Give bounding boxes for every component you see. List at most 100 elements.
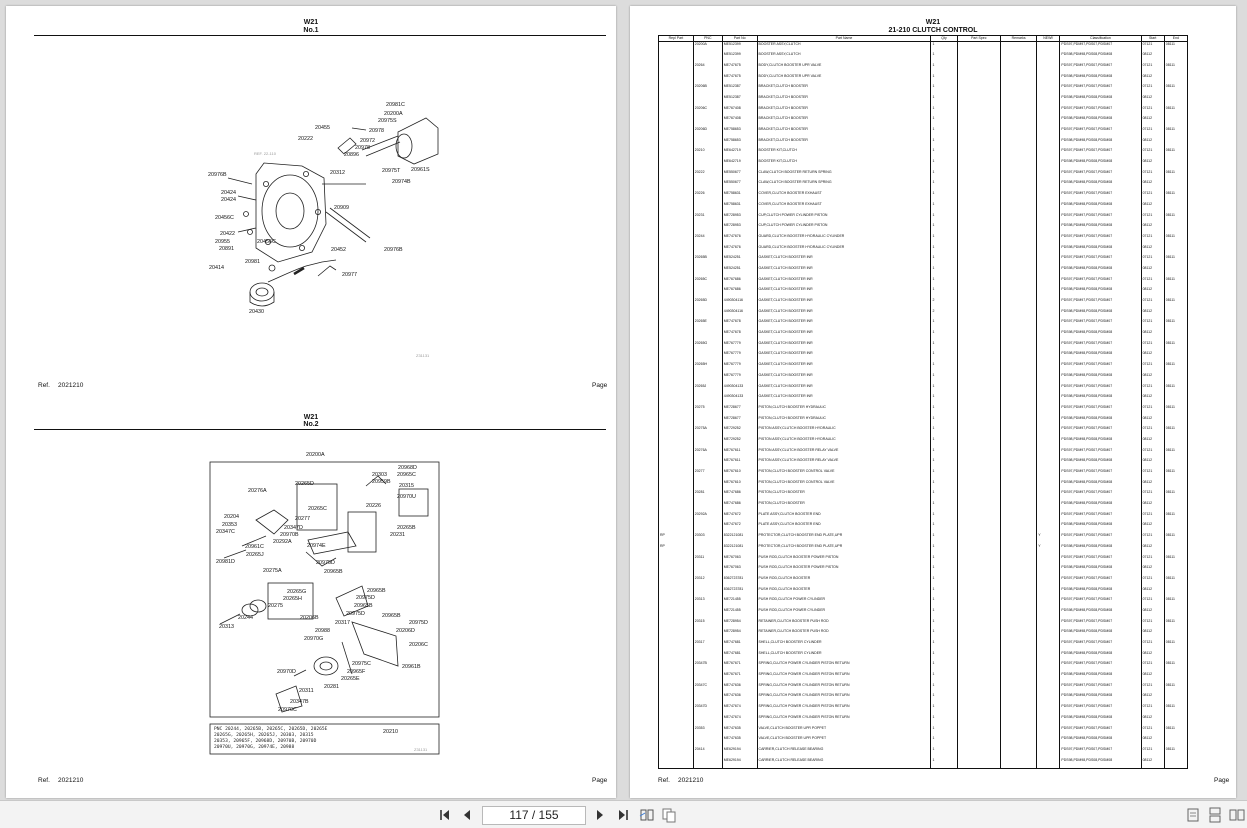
pnc-note-reference: 20210	[383, 729, 398, 735]
part-callout: 20975D	[316, 560, 335, 566]
bottom-drawing-code: Z31131	[414, 747, 428, 752]
table-cell	[999, 191, 1038, 202]
table-cell	[956, 586, 1002, 598]
table-cell	[658, 169, 694, 181]
table-cell: ME758631	[721, 191, 758, 202]
table-cell: GASKET,CLUTCH BOOSTER INR	[756, 265, 932, 277]
continuous-page-icon[interactable]	[1207, 807, 1223, 823]
table-cell	[1036, 52, 1061, 63]
table-cell	[999, 704, 1038, 715]
column-header: Part Spec	[956, 35, 1002, 42]
page-number-field[interactable]: 117 / 155	[482, 806, 586, 825]
table-cell	[999, 233, 1038, 245]
table-cell: 20312	[692, 575, 723, 587]
table-cell	[956, 191, 1002, 202]
table-cell: 1	[930, 479, 958, 491]
table-cell	[1036, 629, 1061, 640]
table-cell: 1	[930, 501, 958, 512]
table-cell: 20303	[692, 533, 723, 544]
table-cell	[1163, 650, 1189, 662]
table-cell: ME524251	[721, 265, 758, 277]
table-cell: 08112	[1140, 116, 1165, 127]
table-cell: ME747636	[721, 682, 758, 694]
next-page-icon[interactable]	[592, 807, 608, 823]
part-callout: 20347C	[216, 529, 235, 535]
table-cell	[658, 127, 694, 138]
table-cell: PDS97,PDM97,PDS07,PDSM07	[1059, 640, 1142, 651]
table-cell: 08111	[1163, 298, 1189, 309]
table-cell: GASKET,CLUTCH BOOSTER INR	[756, 372, 932, 384]
table-cell	[1036, 127, 1061, 138]
facing-pages-icon[interactable]	[1229, 807, 1245, 823]
table-cell	[658, 116, 694, 127]
table-cell: 07121	[1140, 212, 1165, 224]
table-cell: ME767686	[721, 276, 758, 288]
table-cell: BRACKET,CLUTCH BOOSTER	[756, 105, 932, 117]
table-cell: 07121	[1140, 62, 1165, 74]
table-cell: CUP,CLUTCH POWER CYLINDER PISTON	[756, 223, 932, 234]
table-cell	[1036, 212, 1061, 224]
table-cell	[956, 383, 1002, 395]
table-cell: 08111	[1163, 255, 1189, 266]
table-cell: 08112	[1140, 180, 1165, 192]
table-cell	[658, 725, 694, 737]
first-page-icon[interactable]	[437, 807, 453, 823]
table-cell: 08112	[1140, 223, 1165, 234]
bottom-title-rule	[34, 429, 606, 430]
table-cell	[658, 340, 694, 352]
table-cell	[658, 308, 694, 320]
copy-page-icon[interactable]	[661, 807, 677, 823]
table-cell: 1	[930, 565, 958, 576]
table-cell: 07121	[1140, 169, 1165, 181]
table-cell	[956, 490, 1002, 502]
table-cell	[999, 586, 1038, 598]
table-cell	[956, 714, 1002, 726]
single-page-icon[interactable]	[1185, 807, 1201, 823]
table-cell	[1036, 116, 1061, 127]
part-callout: 20200A	[306, 452, 325, 458]
table-cell: 08111	[1163, 340, 1189, 352]
table-cell: 1	[930, 554, 958, 566]
last-page-icon[interactable]	[615, 807, 631, 823]
table-cell: 08112	[1140, 52, 1165, 63]
table-cell	[999, 137, 1038, 149]
table-cell: 1	[930, 62, 958, 74]
table-cell: PDS98,PDM98,PDS08,PDSM08	[1059, 479, 1142, 491]
table-cell	[692, 244, 723, 256]
table-cell: 08112	[1140, 436, 1165, 448]
previous-page-icon[interactable]	[459, 807, 475, 823]
table-cell	[1036, 736, 1061, 747]
table-cell	[1036, 618, 1061, 630]
table-cell	[956, 319, 1002, 331]
table-cell: 07121	[1140, 447, 1165, 459]
table-cell	[1036, 287, 1061, 298]
table-cell: 07121	[1140, 41, 1165, 53]
table-cell: 07121	[1140, 597, 1165, 608]
table-cell	[999, 458, 1038, 469]
table-cell	[1163, 394, 1189, 405]
table-cell: PDS97,PDM97,PDS07,PDSM07	[1059, 661, 1142, 673]
table-cell: 1	[930, 436, 958, 448]
table-cell	[1036, 330, 1061, 341]
table-cell: 1	[930, 319, 958, 331]
table-cell: PDS98,PDM98,PDS08,PDSM08	[1059, 629, 1142, 640]
table-cell: PROTECTOR,CLUTCH BOOSTER END PLATE,UPR	[756, 543, 932, 555]
table-cell: PDS98,PDM98,PDS08,PDSM08	[1059, 714, 1142, 726]
document-viewer[interactable]: W21 No.1	[0, 0, 1247, 800]
table-cell	[1036, 501, 1061, 512]
table-cell: 08112	[1140, 159, 1165, 170]
table-cell: PDS98,PDM98,PDS08,PDSM08	[1059, 351, 1142, 363]
part-callout: 20303	[372, 472, 387, 478]
table-cell: 08112	[1140, 73, 1165, 85]
table-cell: ME767686	[721, 287, 758, 298]
part-callout: 20424	[221, 190, 236, 196]
table-cell: ME747676	[721, 233, 758, 245]
table-cell	[1163, 308, 1189, 320]
two-page-view-icon[interactable]	[639, 807, 655, 823]
table-cell	[658, 415, 694, 427]
table-cell: 20353	[692, 725, 723, 737]
